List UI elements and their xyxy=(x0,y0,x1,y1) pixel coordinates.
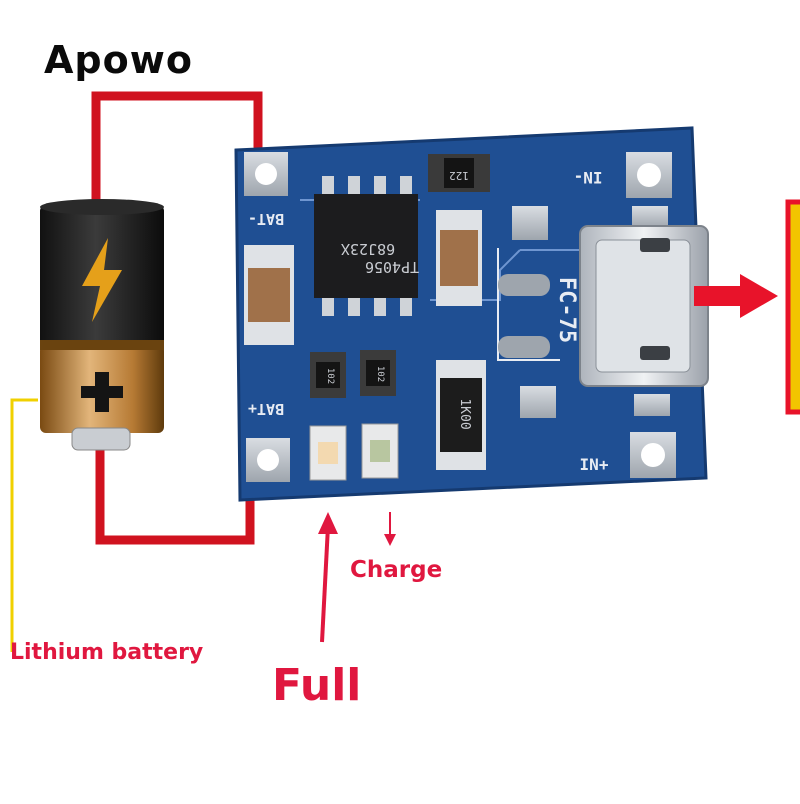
lithium-battery-label: Lithium battery xyxy=(10,640,204,665)
label-in-plus: IN+ xyxy=(580,455,609,474)
charge-label: Charge xyxy=(350,557,443,583)
resistor-small-2: 102 xyxy=(375,366,385,382)
full-label: Full xyxy=(272,660,362,711)
pcb-board: TP4056 68J23X 122 1K00 102 102 xyxy=(234,126,709,502)
lightning-icon xyxy=(82,238,122,322)
output-box xyxy=(785,199,800,415)
wire-positive xyxy=(95,450,255,545)
chip-marking-2: 68J23X xyxy=(341,240,395,258)
label-in-minus: IN- xyxy=(574,168,603,187)
battery xyxy=(40,199,164,451)
label-bat-minus: BAT- xyxy=(248,210,284,228)
resistor-122-marking: 122 xyxy=(449,169,469,182)
full-arrow xyxy=(318,512,338,643)
label-bat-plus: BAT+ xyxy=(248,400,284,418)
resistor-small-1: 102 xyxy=(325,368,335,384)
label-fc75: FC-75 xyxy=(554,277,579,343)
micro-usb-connector xyxy=(579,225,709,387)
charge-arrow xyxy=(384,512,396,546)
wire-negative xyxy=(91,91,263,200)
chip-marking-1: TP4056 xyxy=(365,258,419,276)
battery-label-leader xyxy=(10,398,38,652)
resistor-1k-marking: 1K00 xyxy=(457,398,472,429)
plus-icon xyxy=(81,372,123,412)
brand-logo: Apowo xyxy=(44,38,193,82)
output-arrow xyxy=(694,274,778,318)
